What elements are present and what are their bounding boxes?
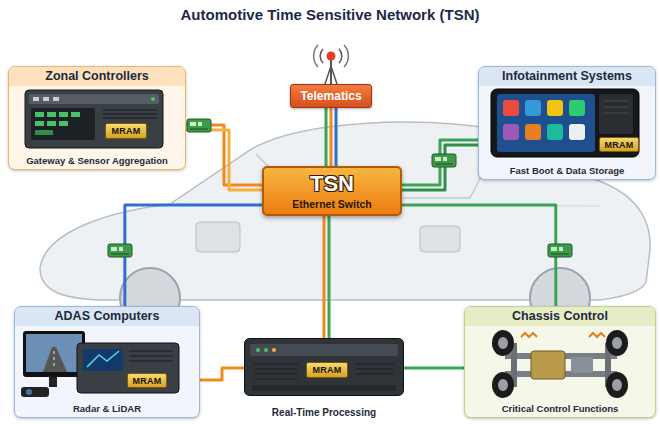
antenna-icon [314,45,318,67]
ecu-module [111,247,117,251]
memory-chip: MRAM [105,123,147,139]
ecu-module [551,253,569,255]
memory-chip: MRAM [599,137,639,152]
panel-box: ADAS ComputersRadar & LiDAR MRAM [14,306,200,418]
memory-chip: MRAM [127,373,167,388]
ecu-module [108,244,132,257]
ecu-module [443,157,447,161]
memory-chip: MRAM [306,362,348,378]
ecu-module [108,244,132,257]
ecu-module [111,253,129,255]
antenna-icon [314,45,349,84]
link-line [186,125,262,185]
network-link [400,140,490,190]
chip-label: MRAM [604,140,633,150]
device-box: Real-Time Processing MRAM [244,338,404,418]
device-illustration [21,331,179,397]
panel-caption: Gateway & Sensor Aggregation [9,155,185,169]
antenna-icon [327,52,336,61]
link-strand [184,130,274,190]
device-illustration [245,339,404,396]
link-strand [400,145,490,190]
ecu-module [435,163,453,165]
panel-caption: Critical Control Functions [465,403,655,417]
box-label: Telematics [296,89,365,103]
switch-subtitle: Ethernet Switch [288,198,375,210]
link-line [125,205,262,306]
ecu-module [187,119,211,132]
diagram-title: Automotive Time Sensitive Network (TSN) [0,6,660,23]
ecu-module [187,119,211,132]
panel-heading: Chassis Control [465,307,655,326]
chip-label: MRAM [132,376,161,386]
chip-label: MRAM [312,365,341,375]
device-illustration [244,338,404,418]
network-link [200,368,244,380]
panel-heading: Zonal Controllers [9,67,185,86]
panel-heading: ADAS Computers [15,307,199,326]
panel-heading: Infotainment Systems [479,67,655,86]
ecu-module [190,128,208,130]
ecu-module [432,154,456,167]
link-line [404,367,464,370]
ecu-module [190,122,196,126]
panel-box: Zonal ControllersGateway & Sensor Aggreg… [8,66,186,170]
switch-title: TSN [306,173,358,195]
chip-label: MRAM [111,126,140,136]
device-illustration [25,90,163,148]
ecu-module [551,247,557,251]
ecu-module [119,247,123,251]
network-link [324,214,329,350]
car-engine [420,226,460,252]
ecu-module [435,157,441,161]
antenna-icon [330,60,332,84]
panel-box: Infotainment SystemsFast Boot & Data Sto… [478,66,656,180]
network-link [404,368,464,369]
label-box: Telematics [290,84,372,108]
antenna-icon [344,45,348,67]
panel-caption: Fast Boot & Data Storage [479,165,655,179]
ecu-module [198,122,202,126]
link-line [402,205,556,306]
link-line [402,140,478,185]
device-illustration [492,330,628,398]
network-link [184,125,274,190]
ecu-module [548,244,572,257]
ecu-module [559,247,563,251]
panel-caption: Radar & LiDAR [15,403,199,417]
link-line [200,368,244,380]
link-strand [328,214,331,350]
ecu-module [432,154,456,167]
link-line [330,108,333,166]
box-label: Real-Time Processing [270,407,378,418]
antenna-icon [339,49,342,63]
switch-box: TSN Ethernet Switch [262,166,402,216]
network-link [402,205,556,306]
device-illustration [491,89,639,157]
ecu-module [548,244,572,257]
antenna-icon [325,66,337,84]
car-engine [196,222,240,252]
antenna-icon [320,49,323,63]
network-link [125,205,262,306]
link-line [323,216,326,338]
panel-box: Chassis ControlCritical Control Function… [464,306,656,418]
